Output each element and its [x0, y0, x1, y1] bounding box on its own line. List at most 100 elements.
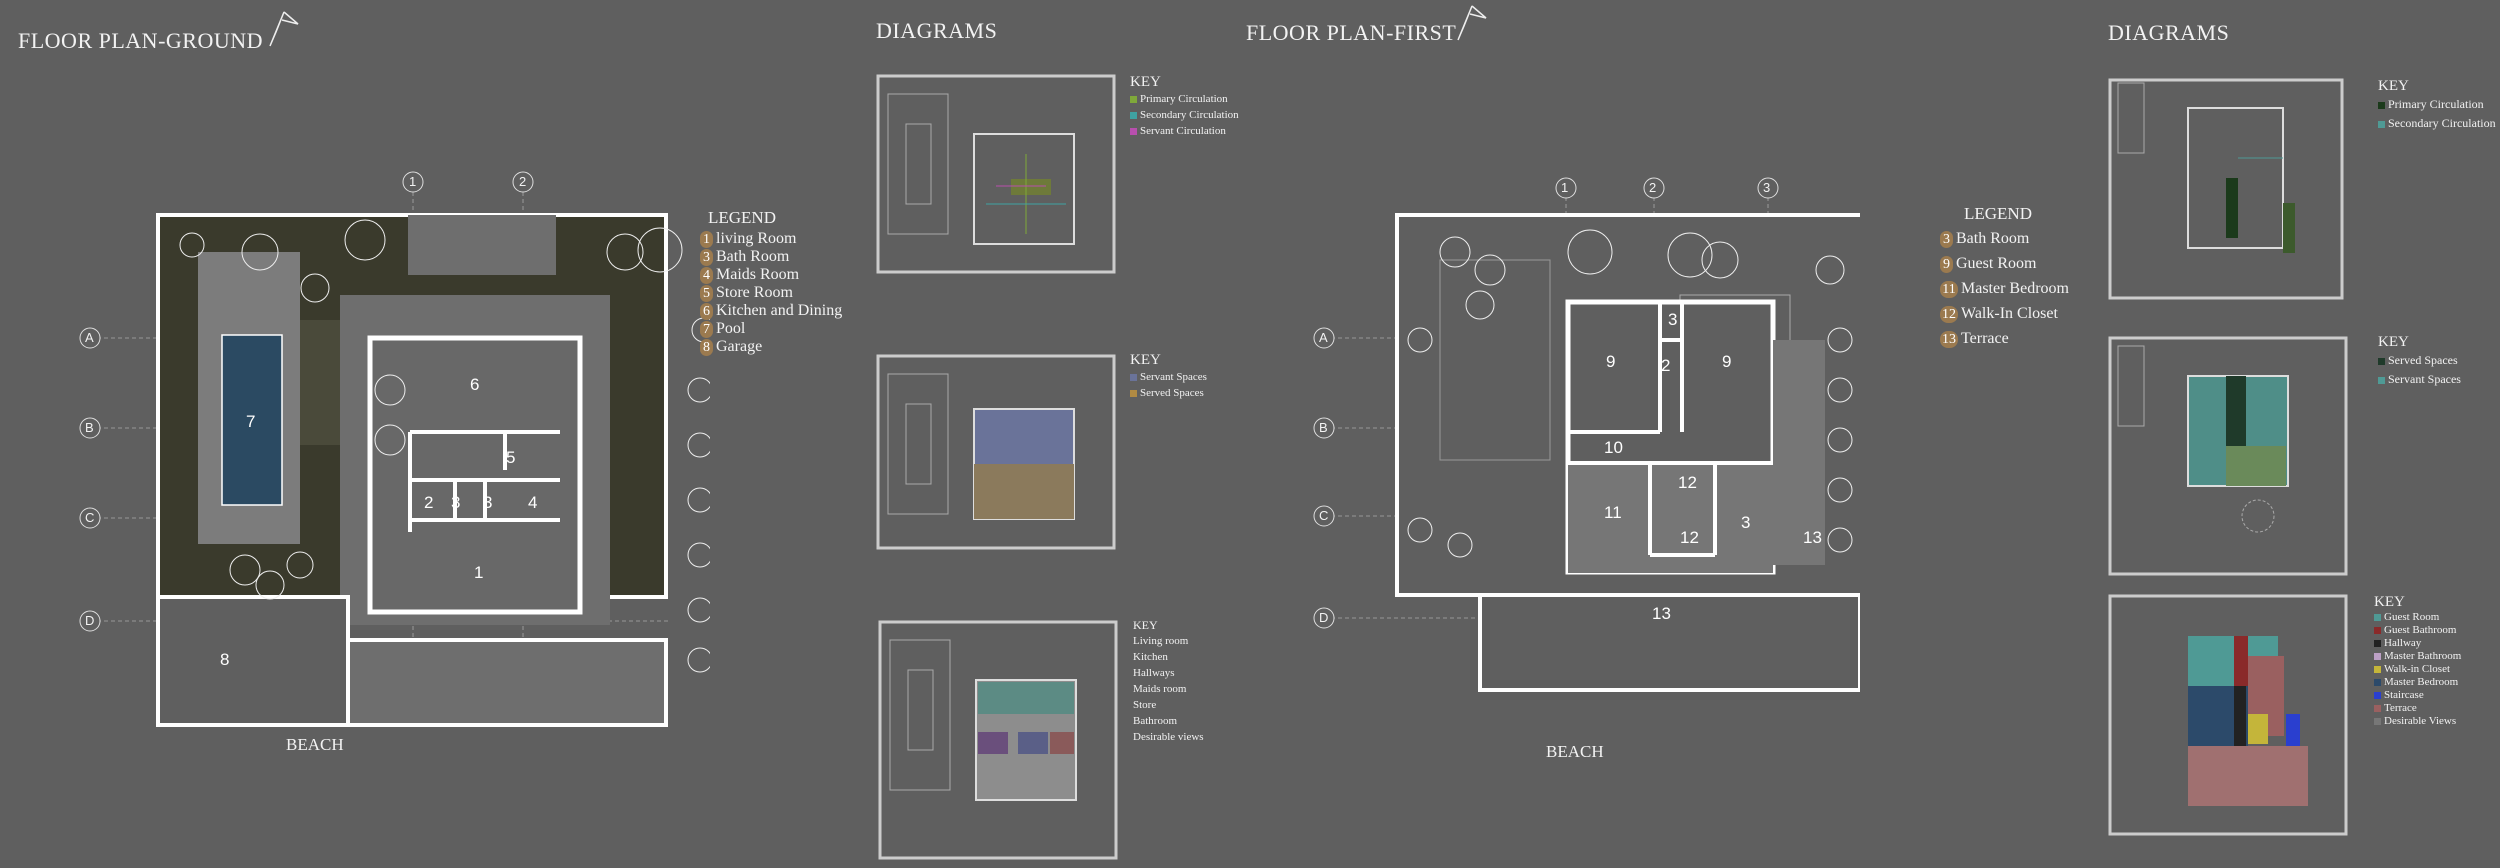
key-item: Secondary Circulation [2378, 114, 2496, 133]
key-item: Master Bathroom [2374, 650, 2461, 663]
legend-number: 12 [1940, 306, 1958, 323]
north-arrow-icon [1457, 5, 1487, 41]
swatch-icon [2374, 717, 2381, 725]
key-label: Guest Bathroom [2384, 624, 2457, 636]
first-legend-title: LEGEND [1964, 204, 2032, 223]
key-item: Primary Circulation [2378, 95, 2496, 114]
key-item: Living room [1133, 635, 1189, 647]
key-label: Master Bedroom [2384, 676, 2459, 688]
key-label: Servant Spaces [2388, 372, 2461, 386]
room-12b-label: 12 [1680, 528, 1699, 547]
room-3b-label: 3 [483, 493, 493, 512]
key-label: Walk-in Closet [2384, 663, 2451, 675]
first-diagrams-title: DIAGRAMS [2108, 20, 2230, 45]
key-title: KEY [1130, 352, 1161, 368]
grid-row-b: B [85, 420, 94, 435]
key-label: Served Spaces [2388, 353, 2458, 367]
room-1-label: 1 [474, 563, 484, 582]
legend-number: 13 [1940, 331, 1958, 348]
swatch-icon [2374, 678, 2381, 686]
swatch-icon [2374, 626, 2381, 634]
first-circulation-diagram [2108, 78, 2344, 300]
key-label: Served Spaces [1140, 387, 1204, 399]
first-rooms-diagram [2108, 594, 2348, 836]
ground-circulation-diagram [876, 74, 1116, 274]
legend-label: Walk-In Closet [1961, 305, 2058, 322]
key-item: Served Spaces [2378, 351, 2461, 370]
ground-key-2: KEY Servant Spaces Served Spaces [1130, 352, 1207, 401]
legend-number: 5 [700, 285, 713, 302]
first-beach-label: BEACH [1546, 742, 1604, 761]
key-label: Servant Spaces [1140, 371, 1207, 383]
key-item: Desirable views [1133, 731, 1204, 743]
key-label: Guest Room [2384, 611, 2440, 623]
key-item: Maids room [1133, 683, 1187, 695]
first-key-1: KEY Primary Circulation Secondary Circul… [2378, 78, 2496, 133]
grid-row-c: C [1319, 508, 1329, 523]
room-9b-label: 9 [1722, 352, 1732, 371]
key-label: Desirable Views [2384, 715, 2457, 727]
key-title: KEY [2378, 78, 2409, 94]
legend-number: 1 [700, 231, 713, 248]
legend-label: Pool [716, 320, 746, 337]
key-item: Desirable Views [2374, 715, 2461, 728]
key-item: Walk-in Closet [2374, 663, 2461, 676]
key-item: Servant Spaces [1130, 369, 1207, 385]
key-item: Secondary Circulation [1130, 107, 1239, 123]
key-item: Bathroom [1133, 715, 1177, 727]
first-floor-plan [1313, 177, 1860, 692]
room-9-label: 9 [1606, 352, 1616, 371]
swatch-icon [1130, 373, 1137, 381]
legend-number: 3 [700, 249, 713, 266]
key-item: Master Bedroom [2374, 676, 2461, 689]
key-title: KEY [1130, 74, 1161, 90]
ground-key-1: KEY Primary Circulation Secondary Circul… [1130, 74, 1239, 139]
legend-label: living Room [716, 230, 797, 247]
key-title: KEY [2378, 334, 2409, 350]
room-10-label: 10 [1604, 438, 1623, 457]
legend-number: 6 [700, 303, 713, 320]
key-item: Primary Circulation [1130, 91, 1239, 107]
key-item: Servant Spaces [2378, 370, 2461, 389]
grid-row-d: D [1319, 610, 1329, 625]
swatch-icon [2374, 704, 2381, 712]
key-label: Servant Circulation [1140, 125, 1226, 137]
room-7-label: 7 [246, 412, 256, 431]
key-title: KEY [1133, 618, 1158, 632]
legend-label: Terrace [1961, 330, 2009, 347]
legend-number: 7 [700, 321, 713, 338]
room-12-label: 12 [1678, 473, 1697, 492]
key-item: Servant Circulation [1130, 123, 1239, 139]
room-4-label: 4 [528, 493, 538, 512]
legend-label: Guest Room [1956, 255, 2037, 272]
swatch-icon [1130, 389, 1137, 397]
grid-col-2: 2 [519, 174, 527, 189]
key-item: Hallways [1133, 667, 1175, 679]
swatch-icon [2374, 665, 2381, 673]
ground-floor-title: FLOOR PLAN-GROUND [18, 28, 264, 53]
ground-diagrams-title: DIAGRAMS [876, 18, 998, 43]
grid-col-2: 2 [1649, 180, 1657, 195]
key-label: Terrace [2384, 702, 2417, 714]
ground-rooms-diagram [878, 620, 1118, 860]
grid-row-b: B [1319, 420, 1328, 435]
key-label: Staircase [2384, 689, 2424, 701]
ground-served-servant-diagram [876, 354, 1116, 550]
room-2-label: 2 [1661, 356, 1671, 375]
swatch-icon [2378, 101, 2385, 109]
swatch-icon [2378, 120, 2385, 128]
legend-label: Master Bedroom [1961, 280, 2069, 297]
swatch-icon [1130, 95, 1137, 103]
grid-row-a: A [85, 330, 94, 345]
legend-number: 3 [1940, 231, 1953, 248]
legend-label: Garage [716, 338, 763, 355]
legend-number: 11 [1940, 281, 1958, 298]
